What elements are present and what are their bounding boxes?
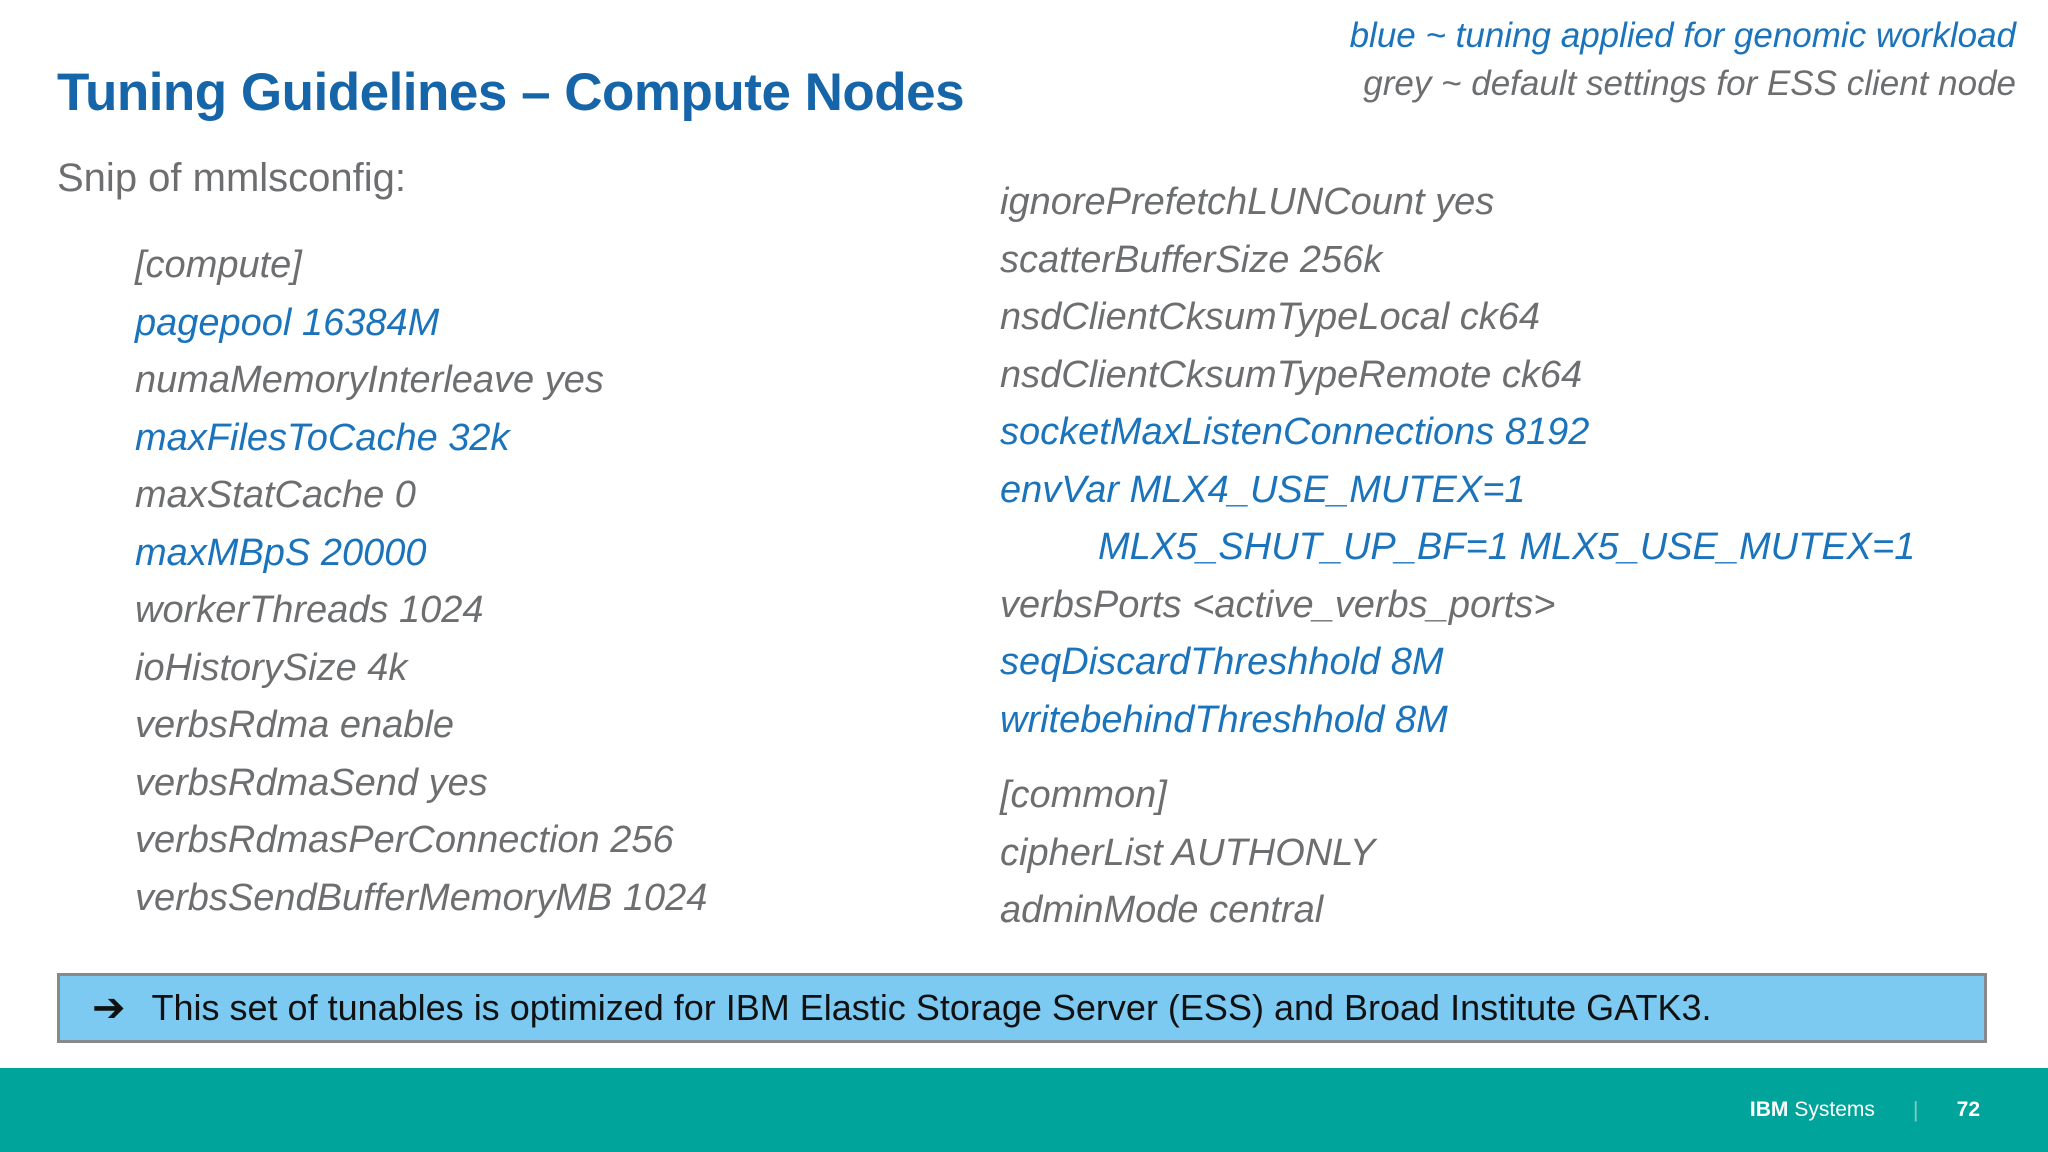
- page-title: Tuning Guidelines – Compute Nodes: [57, 63, 965, 122]
- config-line: nsdClientCksumTypeRemote ck64: [1000, 353, 1583, 396]
- config-line: verbsRdmasPerConnection 256: [135, 819, 674, 861]
- config-line: [common]: [1000, 774, 1167, 816]
- config-line: writebehindThreshhold 8M: [1000, 698, 1448, 741]
- callout-box: ➔ This set of tunables is optimized for …: [57, 973, 1987, 1043]
- config-line: [compute]: [135, 244, 302, 286]
- config-column-right: ignorePrefetchLUNCount yes scatterBufferS…: [1000, 174, 1915, 940]
- config-line: verbsRdma enable: [135, 704, 454, 746]
- config-line: maxMBpS 20000: [135, 531, 427, 574]
- footer-content: IBM Systems | 72: [1750, 1068, 1980, 1152]
- brand-ibm: IBM: [1749, 1098, 1789, 1121]
- color-legend: blue ~ tuning applied for genomic worklo…: [1350, 12, 2016, 108]
- config-line: numaMemoryInterleave yes: [135, 359, 604, 401]
- config-line: maxStatCache 0: [135, 474, 416, 516]
- config-line: cipherList AUTHONLY: [1000, 831, 1376, 874]
- brand-systems: Systems: [1794, 1098, 1875, 1121]
- callout-text: This set of tunables is optimized for IB…: [151, 987, 1712, 1028]
- config-line: adminMode central: [1000, 889, 1324, 931]
- config-line: ignorePrefetchLUNCount yes: [1000, 181, 1495, 223]
- config-line: seqDiscardThreshhold 8M: [1000, 641, 1444, 683]
- config-line: ioHistorySize 4k: [135, 646, 408, 689]
- config-line: pagepool 16384M: [135, 301, 440, 344]
- legend-grey-line: grey ~ default settings for ESS client n…: [1363, 64, 2016, 103]
- config-line: MLX5_SHUT_UP_BF=1 MLX5_USE_MUTEX=1: [1098, 526, 1916, 568]
- config-line: maxFilesToCache 32k: [135, 416, 510, 459]
- section-label: Snip of mmlsconfig:: [57, 156, 407, 200]
- footer-divider: |: [1912, 1097, 1919, 1122]
- config-line: envVar MLX4_USE_MUTEX=1: [1000, 468, 1526, 511]
- config-line: socketMaxListenConnections 8192: [1000, 411, 1590, 453]
- right-arrow-icon: ➔: [92, 986, 126, 1030]
- config-line: verbsPorts <active_verbs_ports>: [1000, 583, 1556, 626]
- legend-blue-line: blue ~ tuning applied for genomic worklo…: [1349, 16, 2016, 55]
- config-line: scatterBufferSize 256k: [1000, 238, 1383, 281]
- footer-bar: IBM Systems | 72: [0, 1068, 2048, 1152]
- config-column-left: [compute] pagepool 16384M numaMemoryInterl…: [135, 237, 707, 927]
- config-line: verbsRdmaSend yes: [135, 761, 488, 804]
- page-number: 72: [1956, 1098, 1980, 1121]
- config-line: nsdClientCksumTypeLocal ck64: [1000, 296, 1540, 338]
- config-line: workerThreads 1024: [135, 589, 484, 631]
- config-line: verbsSendBufferMemoryMB 1024: [135, 876, 708, 919]
